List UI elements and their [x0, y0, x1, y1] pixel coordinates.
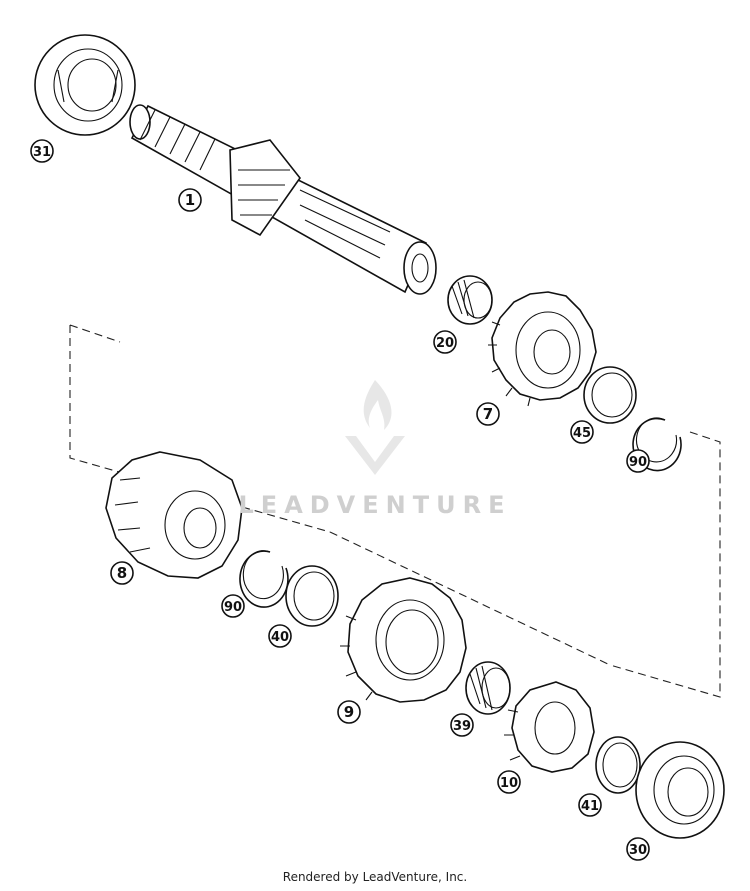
gear-8 — [105, 451, 243, 579]
svg-text:7: 7 — [483, 405, 493, 423]
svg-text:9: 9 — [344, 703, 354, 721]
callout-8: 8 — [110, 561, 134, 585]
svg-text:8: 8 — [117, 564, 127, 582]
circlip-90-lower — [239, 550, 289, 608]
gear-10 — [504, 681, 595, 773]
svg-text:20: 20 — [436, 336, 454, 351]
svg-text:41: 41 — [581, 799, 599, 814]
svg-text:1: 1 — [185, 191, 195, 209]
main-shaft-1 — [129, 104, 437, 295]
bearing-30 — [635, 741, 725, 839]
washer-41 — [595, 736, 641, 794]
assembly-guide-line — [69, 324, 721, 698]
callout-20: 20 — [433, 330, 457, 354]
washer-45 — [583, 366, 637, 424]
svg-text:40: 40 — [271, 630, 289, 645]
callout-90-lower: 90 — [221, 594, 245, 618]
callout-40: 40 — [268, 624, 292, 648]
gear-7 — [488, 291, 597, 407]
callout-41: 41 — [578, 793, 602, 817]
svg-text:31: 31 — [33, 145, 51, 160]
watermark-text: LEADVENTURE — [238, 491, 512, 519]
gear-9 — [340, 577, 467, 703]
callout-30: 30 — [626, 837, 650, 861]
svg-text:90: 90 — [629, 455, 647, 470]
callout-7: 7 — [476, 402, 500, 426]
svg-text:90: 90 — [224, 600, 242, 615]
callout-31: 31 — [30, 139, 54, 163]
needle-bearing-20 — [447, 275, 493, 325]
svg-text:39: 39 — [453, 719, 471, 734]
callout-1: 1 — [178, 188, 202, 212]
callout-39: 39 — [450, 713, 474, 737]
callout-10: 10 — [497, 770, 521, 794]
svg-text:45: 45 — [573, 426, 591, 441]
callout-90-upper: 90 — [626, 449, 650, 473]
footer-credit: Rendered by LeadVenture, Inc. — [282, 870, 468, 884]
washer-40 — [285, 565, 339, 627]
svg-text:30: 30 — [629, 843, 647, 858]
bearing-31 — [34, 34, 136, 136]
callout-45: 45 — [570, 420, 594, 444]
callout-9: 9 — [337, 700, 361, 724]
svg-text:10: 10 — [500, 776, 518, 791]
leadventure-flame-logo — [345, 380, 405, 475]
needle-bearing-39 — [465, 661, 511, 715]
